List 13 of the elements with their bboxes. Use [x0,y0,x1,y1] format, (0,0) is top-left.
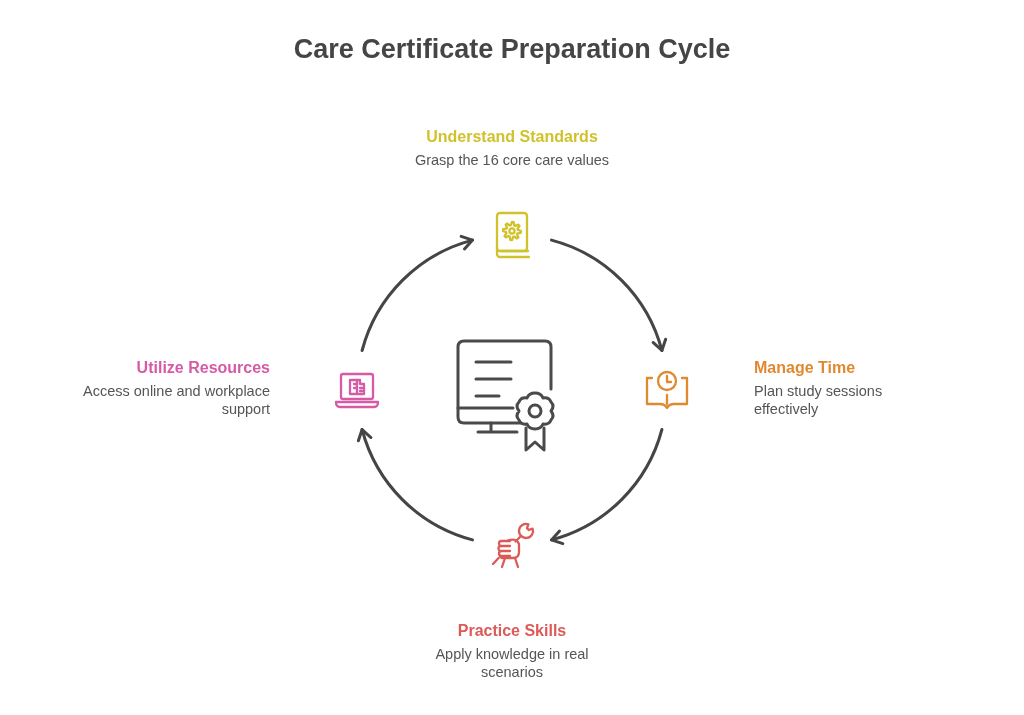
step-description: Grasp the 16 core care values [414,151,610,169]
step-title: Utilize Resources [136,358,270,378]
cycle-arrow [550,428,664,545]
step-title: Understand Standards [426,127,598,147]
step-title: Manage Time [754,358,856,378]
step-description: Access online and workplace support [82,382,270,418]
cycle-arrow [550,238,667,352]
step-description: Apply knowledge in real scenarios [434,645,590,681]
step-description: Plan study sessions effectively [754,382,884,418]
cycle-arrow [357,428,474,542]
cycle-arrow [360,235,474,352]
diagram-title: Care Certificate Preparation Cycle [293,34,731,65]
step-title: Practice Skills [457,621,567,641]
